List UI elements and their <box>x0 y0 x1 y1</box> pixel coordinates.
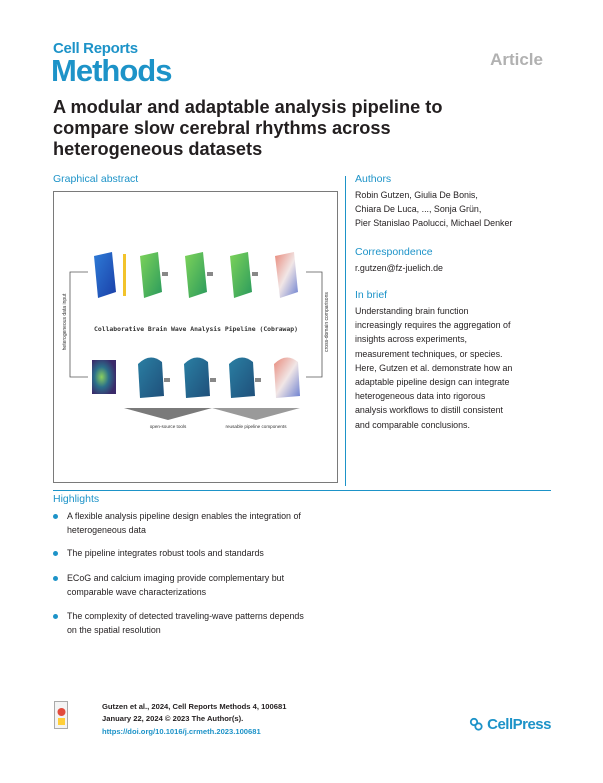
calcium-panel-3 <box>184 357 210 398</box>
article-type-label: Article <box>490 50 543 69</box>
in-brief-line: heterogeneous data into rigorous <box>355 391 486 402</box>
highlights-heading: Highlights <box>53 493 100 505</box>
components-wedge <box>212 408 300 420</box>
in-brief-heading: In brief <box>355 289 388 301</box>
in-brief-line: increasingly requires the aggregation of <box>355 320 511 331</box>
graphical-abstract-figure: heterogeneous data input cross-domain co… <box>53 191 338 483</box>
ecog-panel-5 <box>275 252 298 298</box>
authors-line: Pier Stanislao Paolucci, Michael Denker <box>355 218 513 229</box>
correspondence-heading: Correspondence <box>355 246 433 258</box>
calcium-panel-1 <box>92 360 116 394</box>
journal-name-top: Cell Reports <box>53 40 138 57</box>
citation-block: Gutzen et al., 2024, Cell Reports Method… <box>102 701 286 738</box>
highlight-item: The complexity of detected traveling-wav… <box>53 609 353 637</box>
column-divider <box>345 176 346 486</box>
cellpress-icon <box>470 717 484 731</box>
in-brief-line: and comparable conclusions. <box>355 419 470 430</box>
highlight-item: A flexible analysis pipeline design enab… <box>53 509 353 537</box>
bullet-icon <box>53 575 58 581</box>
calcium-panel-5 <box>274 357 300 398</box>
left-label: heterogeneous data input <box>62 293 68 350</box>
in-brief-text: Understanding brain function increasingl… <box>355 304 555 432</box>
in-brief-line: Understanding brain function <box>355 306 469 316</box>
calcium-panel-4 <box>229 357 255 398</box>
copyright-line: January 22, 2024 © 2023 The Author(s). <box>102 714 244 724</box>
pipeline-label: Collaborative Brain Wave Analysis Pipeli… <box>94 325 298 333</box>
cellpress-wordmark: CellPress <box>487 716 551 733</box>
cellpress-logo: CellPress <box>469 716 551 733</box>
bullet-icon <box>53 513 58 519</box>
bullet-icon <box>53 613 58 619</box>
graphical-abstract-heading: Graphical abstract <box>53 173 139 185</box>
correspondence-email[interactable]: r.gutzen@fz-juelich.de <box>355 263 443 273</box>
authors-list: Robin Gutzen, Giulia De Bonis, Chiara De… <box>355 188 555 231</box>
ecog-panel-1 <box>94 252 116 298</box>
highlights-divider <box>53 490 551 491</box>
ecog-panel-2 <box>140 252 162 298</box>
authors-line: Robin Gutzen, Giulia De Bonis, <box>355 190 478 200</box>
in-brief-line: Here, Gutzen et al. demonstrate how an <box>355 362 513 373</box>
doi-link[interactable]: https://doi.org/10.1016/j.crmeth.2023.10… <box>102 726 261 736</box>
in-brief-line: analysis workflows to distill consistent <box>355 405 503 416</box>
ecog-panel-3 <box>185 252 207 298</box>
components-label: reusable pipeline components <box>225 424 287 429</box>
left-flow-line <box>69 271 88 367</box>
authors-heading: Authors <box>355 173 392 185</box>
right-label: cross-domain comparisons <box>324 292 330 352</box>
in-brief-line: measurement techniques, or species. <box>355 348 503 359</box>
tools-wedge <box>124 408 212 420</box>
journal-name-methods: Methods <box>51 53 172 88</box>
calcium-panel-2 <box>138 357 164 398</box>
authors-line: Chiara De Luca, ..., Sonja Grün, <box>355 204 482 215</box>
bullet-icon <box>53 550 58 556</box>
in-brief-line: adaptable pipeline design can integrate <box>355 377 510 388</box>
crossmark-icon[interactable] <box>54 701 68 729</box>
highlight-item: ECoG and calcium imaging provide complem… <box>53 571 353 599</box>
in-brief-line: insights across experiments, <box>355 334 467 345</box>
citation-line: Gutzen et al., 2024, Cell Reports Method… <box>102 702 287 711</box>
paper-title: A modular and adaptable analysis pipelin… <box>53 97 443 159</box>
graphical-abstract-svg: heterogeneous data input cross-domain co… <box>62 252 330 429</box>
ecog-panel-4 <box>230 252 252 298</box>
tools-label: open-source tools <box>150 424 187 429</box>
highlight-item: The pipeline integrates robust tools and… <box>53 546 353 560</box>
